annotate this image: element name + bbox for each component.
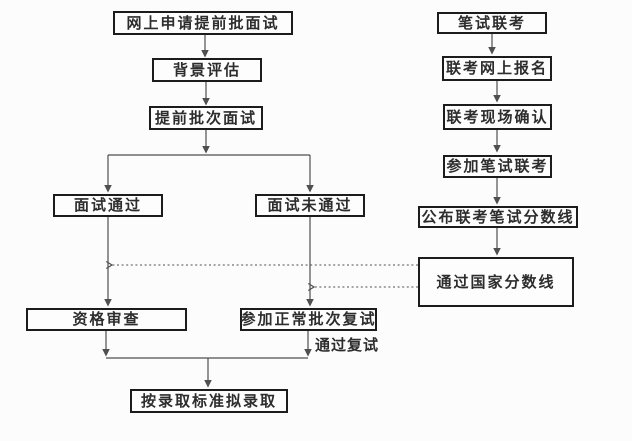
node-online-apply-pre-interview: 网上申请提前批面试 (113, 11, 293, 35)
node-normal-batch-retest: 参加正常批次复试 (240, 308, 377, 331)
node-pre-batch-interview: 提前批次面试 (149, 106, 263, 130)
node-interview-passed: 面试通过 (53, 194, 163, 217)
node-qualification-review: 资格审查 (26, 308, 187, 331)
node-exam-online-registration: 联考网上报名 (442, 56, 552, 81)
edge-label-retest-passed: 通过复试 (315, 337, 380, 354)
node-exam-onsite-confirmation: 联考现场确认 (443, 104, 552, 130)
node-interview-not-passed: 面试未通过 (255, 194, 365, 217)
node-announce-exam-score-line: 公布联考笔试分数线 (418, 206, 578, 228)
node-background-evaluation: 背景评估 (152, 58, 262, 82)
node-take-written-exam: 参加笔试联考 (443, 155, 552, 178)
node-admission-by-standard: 按录取标准拟录取 (130, 389, 288, 413)
node-written-joint-exam: 笔试联考 (437, 12, 547, 34)
node-pass-national-score-line: 通过国家分数线 (418, 257, 574, 307)
